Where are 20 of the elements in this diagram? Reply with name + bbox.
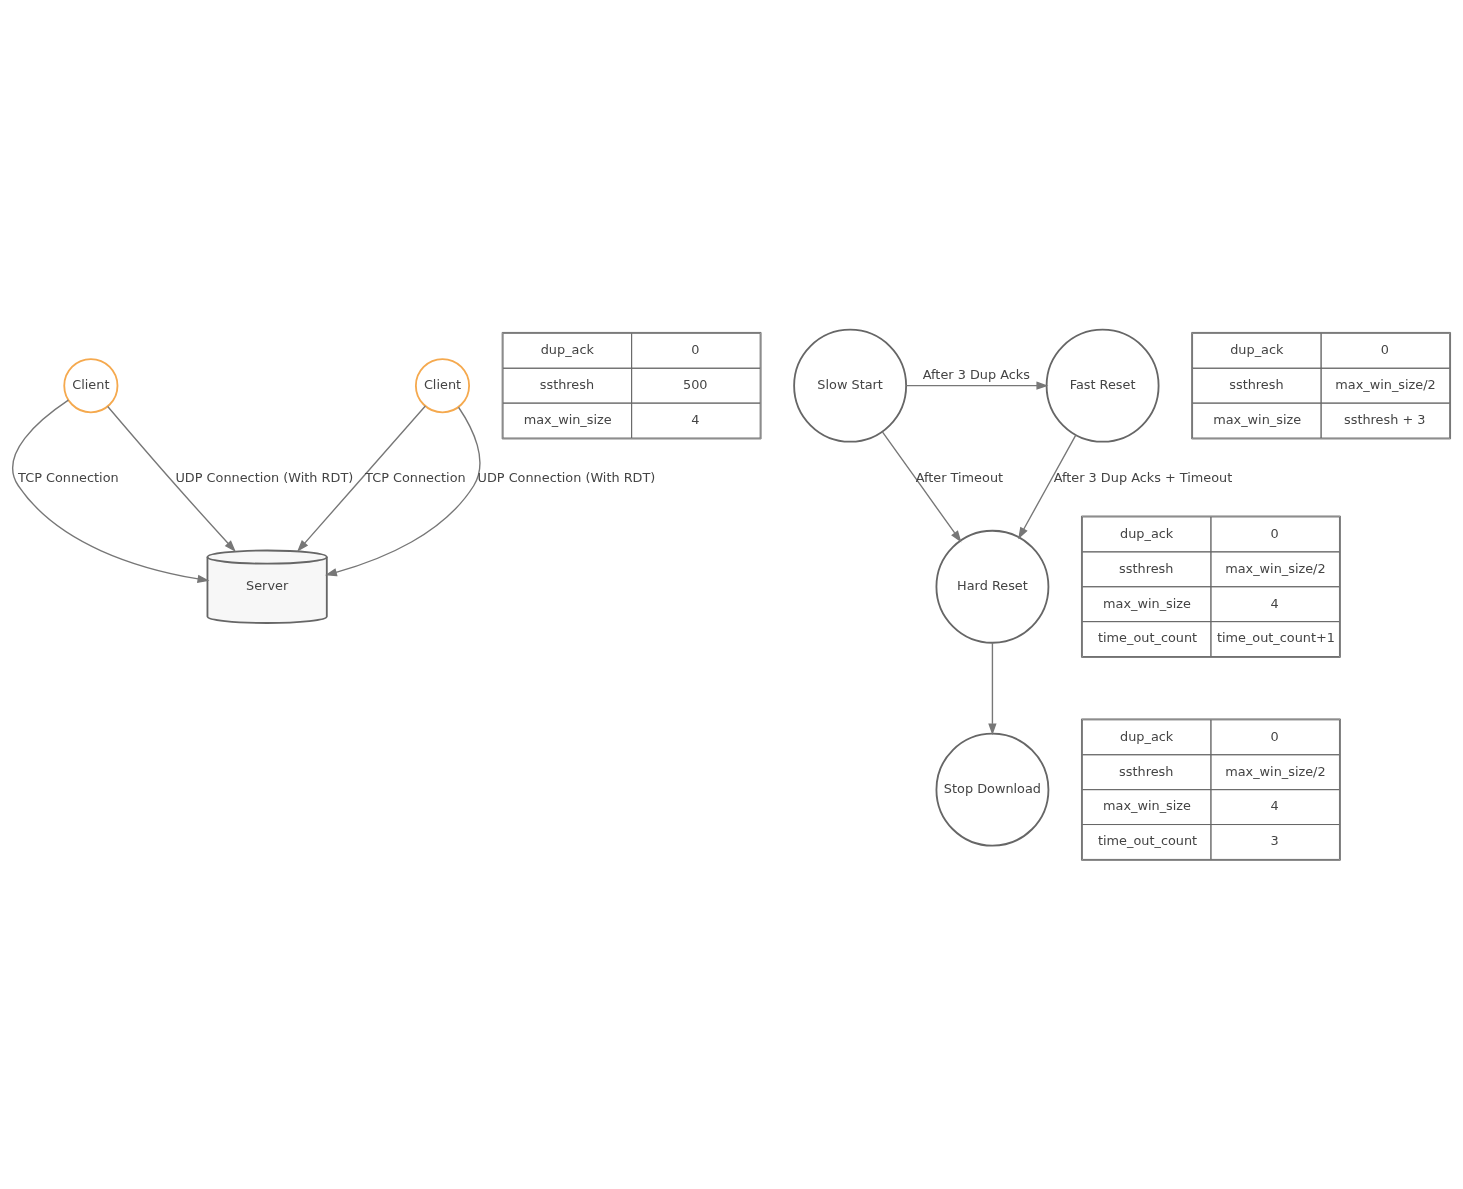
arrow — [107, 405, 236, 552]
edge-label: After 3 Dup Acks + Timeout — [1053, 469, 1233, 485]
edge-label: TCP Connection — [365, 469, 466, 485]
arrow — [297, 404, 427, 552]
edge-label: UDP Connection (With RDT) — [175, 469, 354, 485]
edge-label: After Timeout — [915, 469, 1004, 485]
arrow — [905, 381, 1049, 390]
arrow — [1018, 433, 1077, 539]
node-circle: Client — [414, 357, 471, 413]
node-circle: Slow Start — [793, 328, 908, 443]
node-circle: Fast Reset — [1045, 328, 1160, 443]
arrow — [988, 641, 997, 735]
arrow — [881, 430, 962, 542]
edge-label: After 3 Dup Acks — [922, 366, 1030, 382]
edge-label: UDP Connection (With RDT) — [477, 469, 656, 485]
edge-label: TCP Connection — [18, 469, 119, 485]
node-circle: Stop Download — [935, 732, 1050, 847]
arrow — [324, 406, 481, 576]
node-circle: Client — [63, 357, 119, 413]
arrow — [12, 398, 210, 583]
